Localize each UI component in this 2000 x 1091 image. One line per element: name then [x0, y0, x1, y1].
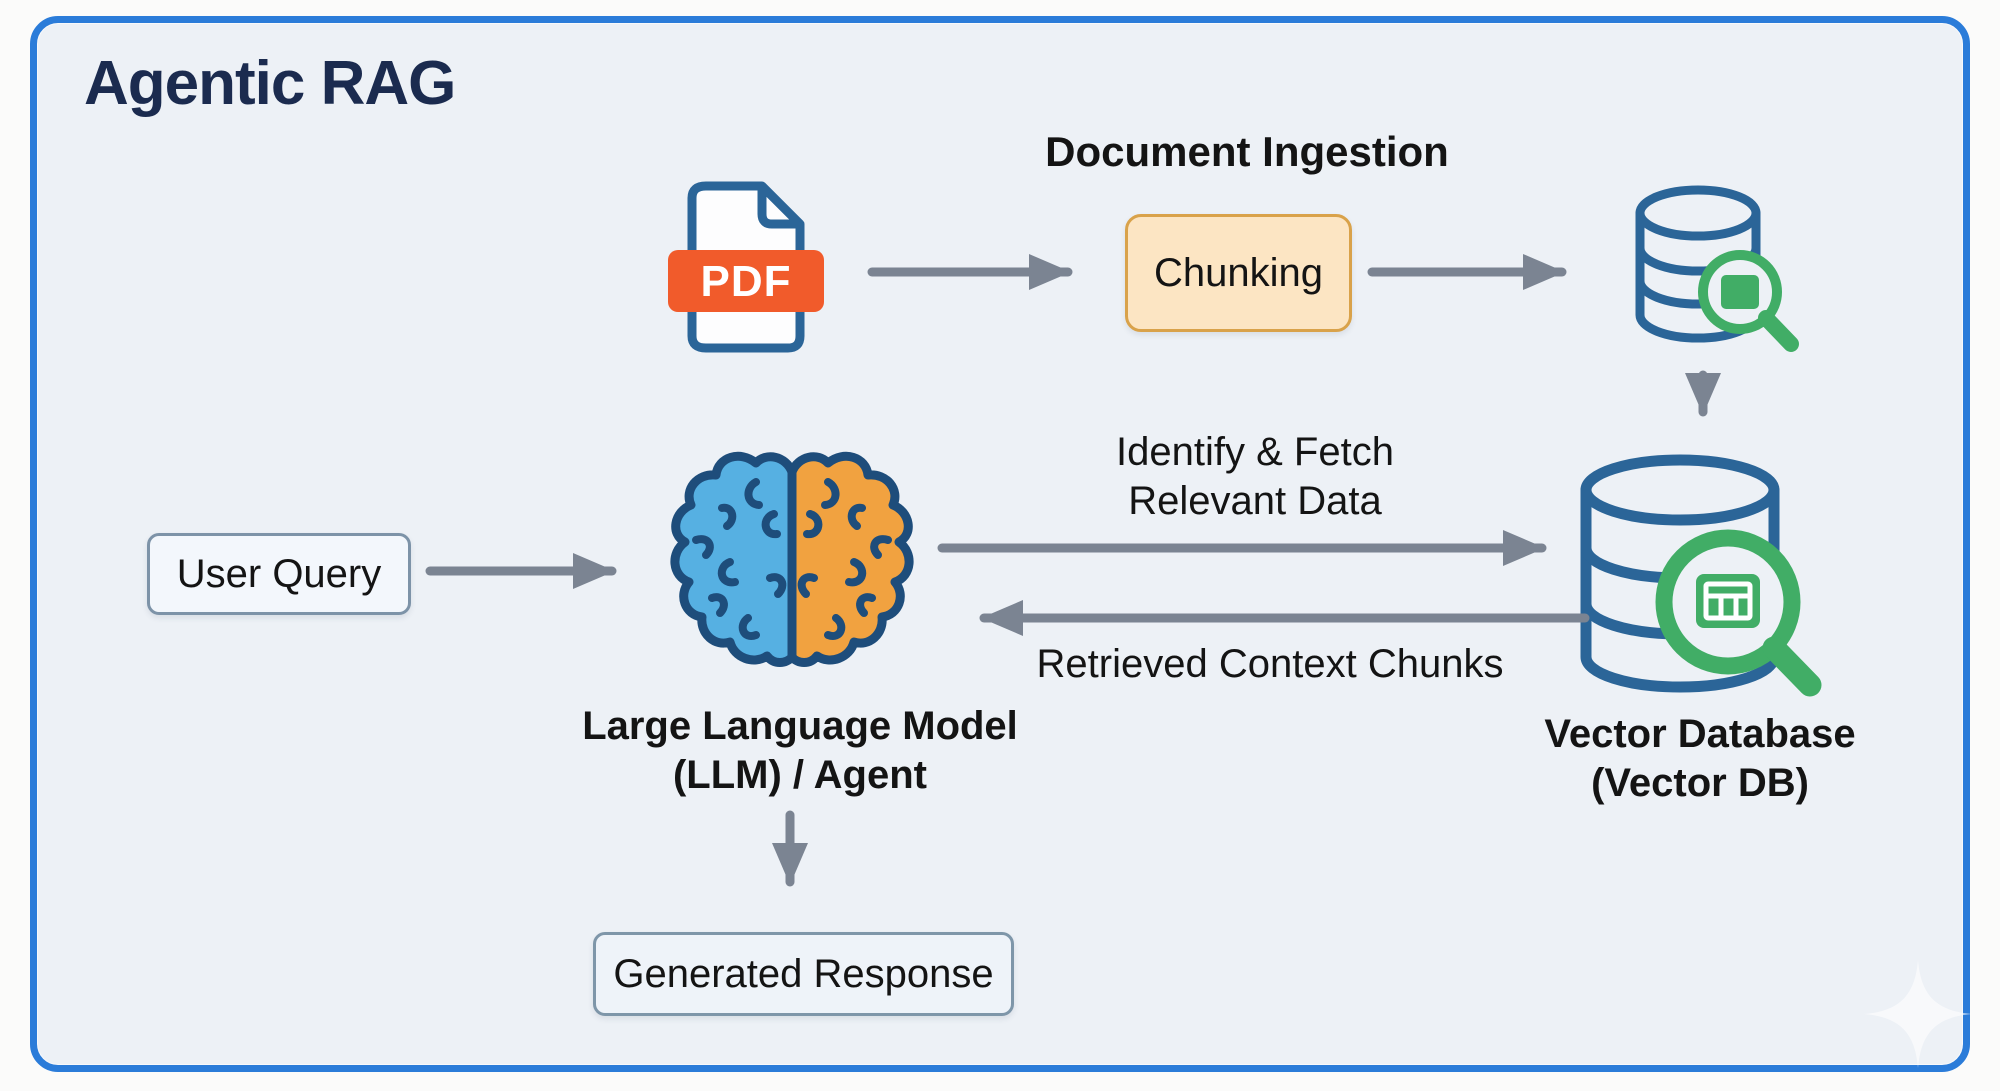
- pdf-file-icon: PDF: [662, 176, 830, 358]
- llm-label-line2: (LLM) / Agent: [672, 752, 927, 797]
- vector-db-label: Vector Database (Vector DB): [1400, 710, 2000, 808]
- user-query-box: User Query: [147, 533, 411, 615]
- vector-db-label-line2: (Vector DB): [1591, 760, 1809, 805]
- brain-left-half: [670, 451, 797, 667]
- page-title: Agentic RAG: [84, 49, 456, 118]
- brain-right-half: [787, 451, 914, 667]
- chunking-box: Chunking: [1125, 214, 1352, 332]
- document-ingestion-heading: Document Ingestion: [1045, 128, 1449, 175]
- retrieved-chunks-label: Retrieved Context Chunks: [1036, 642, 1504, 686]
- llm-label-line1: Large Language Model: [582, 704, 1018, 748]
- identify-fetch-line2: Relevant Data: [1128, 478, 1382, 523]
- llm-brain-icon: [668, 448, 916, 688]
- document-db-icon: [1628, 180, 1808, 370]
- magnifier-table-icon: [1655, 529, 1822, 697]
- generated-response-box: Generated Response: [593, 932, 1014, 1016]
- chunking-label: Chunking: [1153, 250, 1323, 295]
- identify-fetch-label: Identify & Fetch Relevant Data: [905, 428, 1605, 526]
- pdf-badge-label: PDF: [701, 257, 792, 306]
- vector-db-icon: [1578, 452, 1828, 722]
- magnifier-square-icon: [1698, 250, 1799, 352]
- sparkle-watermark-icon: [1862, 958, 1974, 1070]
- user-query-label: User Query: [176, 551, 382, 596]
- generated-response-label: Generated Response: [613, 951, 994, 996]
- pdf-badge: [668, 250, 824, 312]
- vector-db-label-line1: Vector Database: [1544, 712, 1856, 756]
- identify-fetch-line1: Identify & Fetch: [1116, 430, 1394, 474]
- llm-label: Large Language Model (LLM) / Agent: [470, 702, 1130, 800]
